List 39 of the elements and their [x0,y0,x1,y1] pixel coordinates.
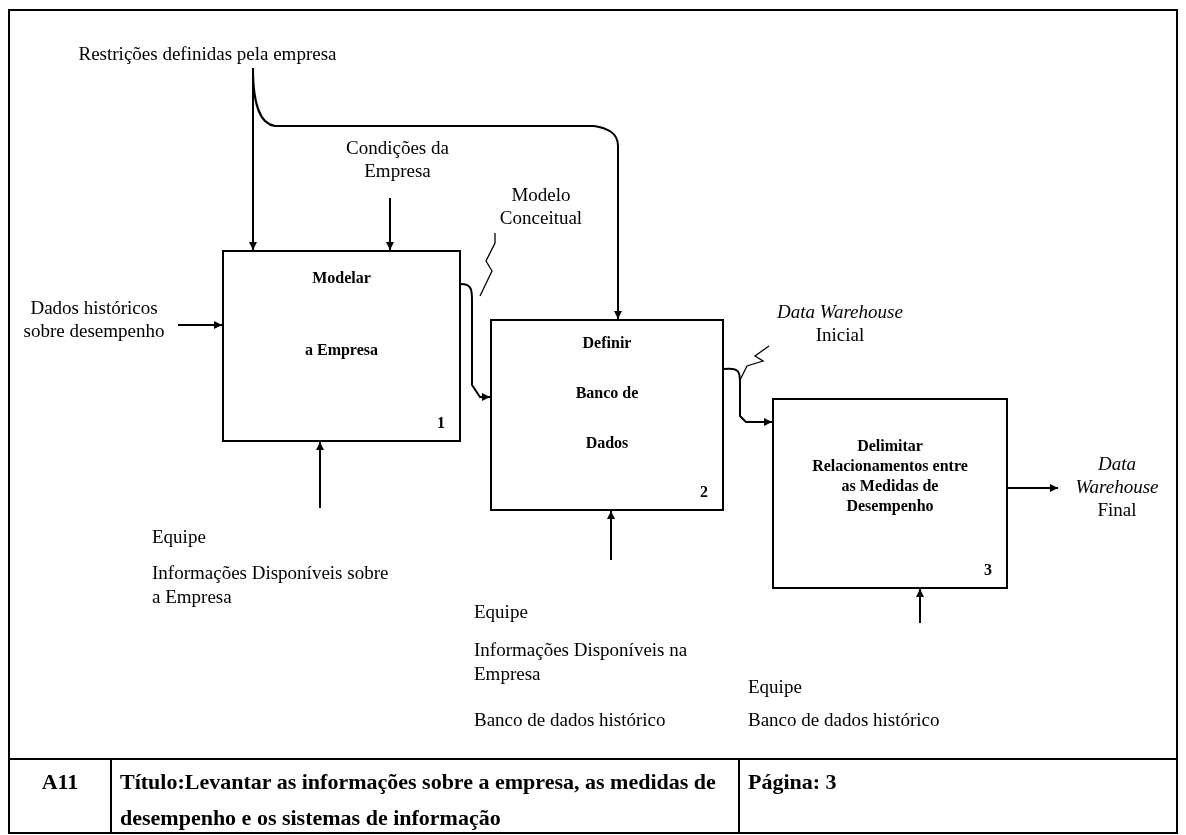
process-number: 2 [700,483,708,501]
mechanism-label: Banco de dados histórico [748,708,941,732]
title-block-text: A11 [41,769,79,794]
mechanism-label: Informações Disponíveis sobre a Empresa [152,561,390,609]
leader-line [739,345,770,381]
process-title: Definir [581,333,633,353]
process-number: 1 [437,414,445,432]
mechanism-label: Equipe [474,600,529,624]
arrow [607,510,615,561]
flow-label: Data Warehouse Inicial [765,300,915,346]
arrow [316,441,324,509]
process-number: 3 [984,561,992,579]
flow-label: Restrições definidas pela empresa [70,42,345,65]
arrow [916,588,924,624]
arrow [252,67,622,320]
flow-label: Dados históricos sobre desempenho [10,296,178,342]
flow-label: Data Warehouse Final [1058,452,1176,521]
mechanism-label: Informações Disponíveis na Empresa [474,638,689,686]
arrow [723,367,773,426]
process-title: Dados [584,433,630,453]
process-title: Delimitar Relacionamentos entre as Medidas de Desempenho [811,436,969,516]
process-box [490,319,724,511]
process-box [222,250,461,442]
arrow [1007,484,1059,492]
arrow [177,321,223,329]
mechanism-label: Equipe [152,525,207,549]
leader-line [479,232,496,297]
process-title: Modelar [311,268,372,288]
arrow [460,283,491,401]
title-block-text: Título:Levantar as informações sobre a empresa, as medidas de desempenho e os sistemas de informação [120,769,716,830]
process-box [772,398,1008,589]
flow-label: Condições da Empresa [325,136,470,182]
mechanism-label: Equipe [748,675,803,699]
flow-label: Modelo Conceitual [478,183,604,229]
title-block-text: Página: 3 [748,769,837,794]
mechanism-label: Banco de dados histórico [474,708,667,732]
process-title: a Empresa [303,340,379,360]
arrow [386,197,394,251]
process-title: Banco de [574,383,640,403]
